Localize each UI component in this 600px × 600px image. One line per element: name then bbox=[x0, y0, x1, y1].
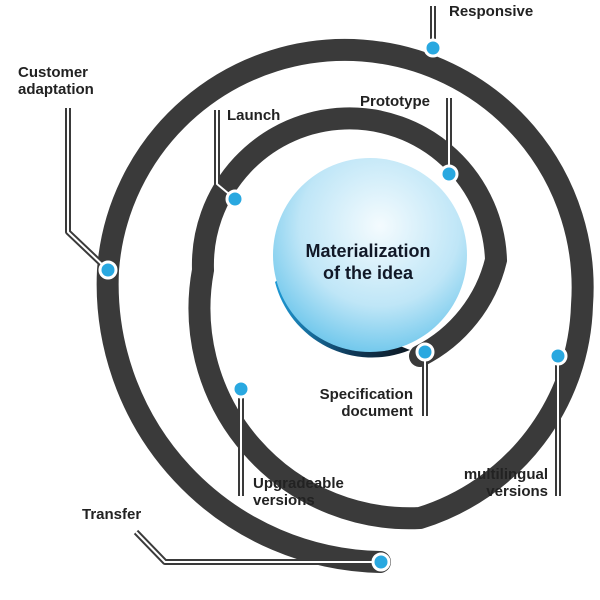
label-transfer: Transfer bbox=[82, 506, 142, 523]
label-multilingual-versions: multilingual versions bbox=[463, 466, 548, 500]
dot-transfer bbox=[371, 552, 391, 572]
label-customer-adaptation: Customer adaptation bbox=[18, 64, 94, 98]
center-title-line-1: Materialization bbox=[305, 241, 431, 261]
leader-customer-adaptation bbox=[65, 108, 111, 273]
dot-customer-adaptation bbox=[98, 260, 118, 280]
label-responsive: Responsive bbox=[449, 3, 534, 20]
label-specification-document: Specification document bbox=[319, 386, 413, 420]
label-launch: Launch bbox=[227, 107, 281, 124]
dot-specification bbox=[415, 342, 435, 362]
dots bbox=[98, 38, 568, 572]
label-upgradeable-versions: Upgradeable versions bbox=[253, 475, 344, 509]
dot-upgradeable bbox=[231, 379, 251, 399]
dot-prototype bbox=[439, 164, 459, 184]
label-prototype: Prototype bbox=[360, 93, 431, 110]
center-sphere bbox=[273, 158, 467, 358]
center-title: Materialization of the idea bbox=[278, 240, 458, 284]
leader-transfer bbox=[133, 529, 381, 565]
center-title-line-2: of the idea bbox=[322, 263, 413, 283]
dot-launch bbox=[225, 189, 245, 209]
dot-multilingual bbox=[548, 346, 568, 366]
dot-responsive bbox=[423, 38, 443, 58]
